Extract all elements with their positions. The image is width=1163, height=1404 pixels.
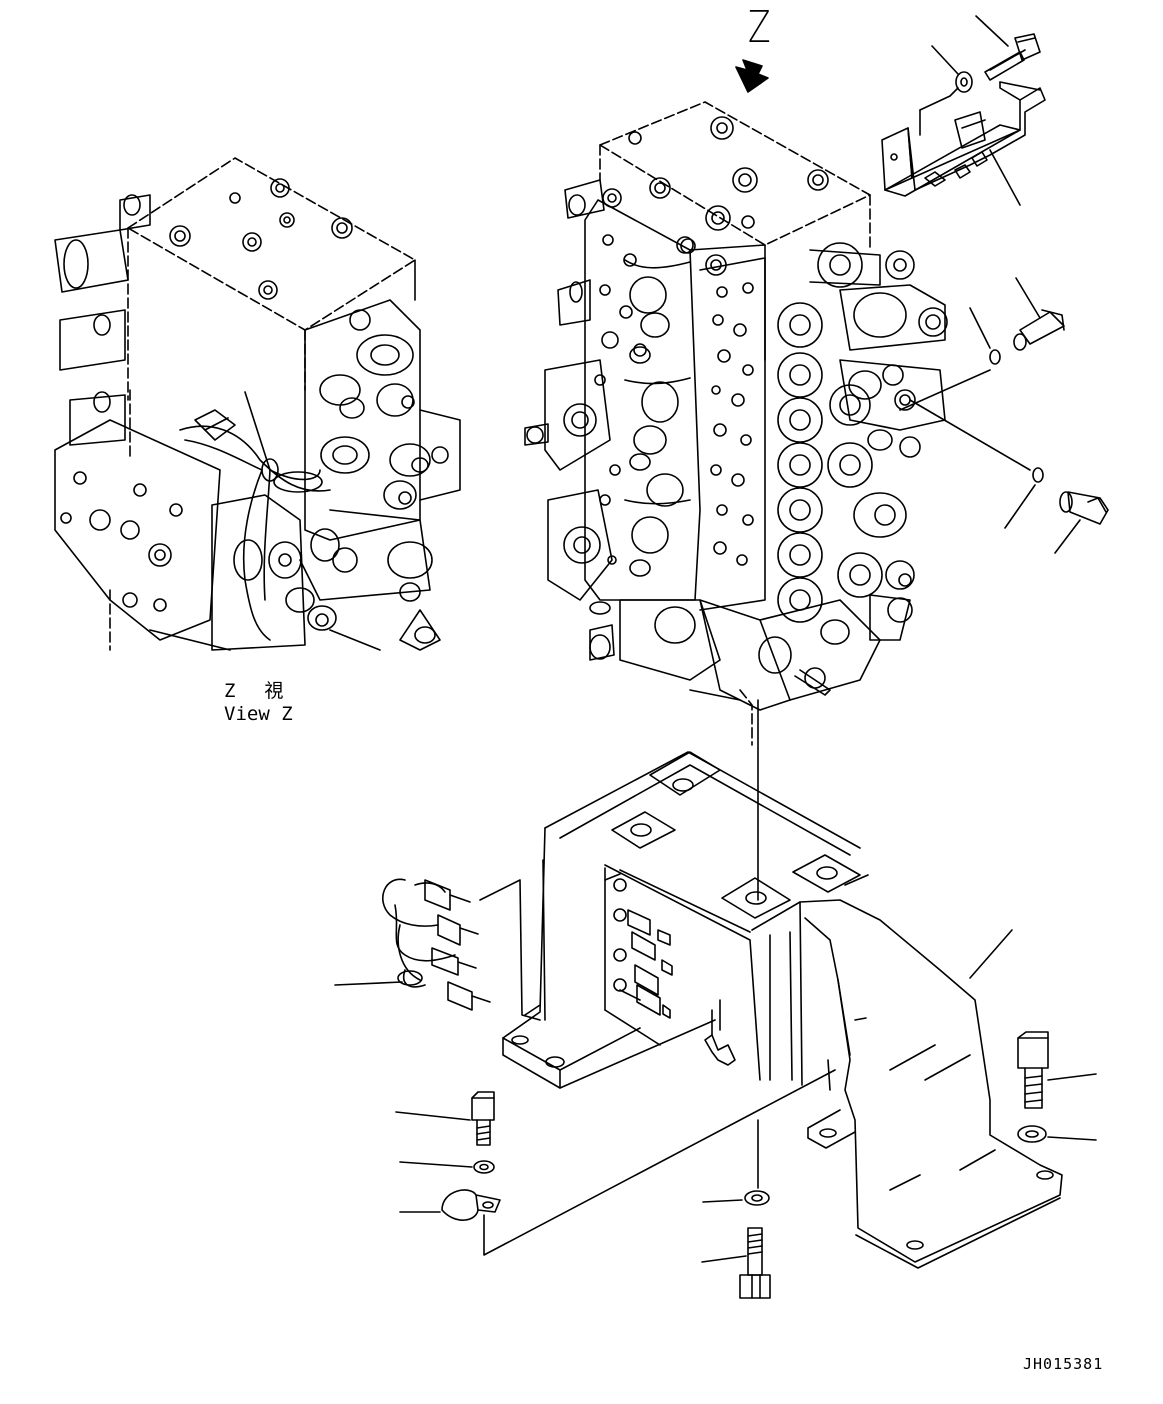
view-z-valve-assembly (54, 157, 461, 651)
bracket (881, 81, 1046, 206)
leader-bracket (969, 929, 1013, 979)
bolt-bottom (701, 1227, 771, 1299)
washer-lower-left (399, 1160, 495, 1174)
o-ring-1 (899, 307, 1001, 411)
o-ring-2 (909, 399, 1044, 529)
z-view-arrow-label: Z (748, 2, 771, 53)
washer-top (931, 45, 973, 93)
bolt-top (975, 15, 1041, 81)
washer-right (1017, 1125, 1097, 1143)
pressure-sensor-2 (1054, 491, 1109, 554)
clamp (399, 1059, 836, 1256)
bolt-right (1017, 1031, 1097, 1109)
drawing-id: JH015381 (1023, 1355, 1104, 1373)
washer-bottom (702, 1190, 770, 1206)
bolt-lower-left (395, 1091, 495, 1146)
view-z-label: View Z (224, 703, 293, 725)
main-control-valve (524, 101, 948, 746)
view-z-japanese-label: Z 視 (224, 680, 286, 702)
wiring-harness (334, 878, 541, 1021)
mounting-bracket (502, 699, 1063, 1269)
arrow-down-icon (735, 59, 769, 93)
pressure-sensor-1 (1013, 277, 1065, 351)
